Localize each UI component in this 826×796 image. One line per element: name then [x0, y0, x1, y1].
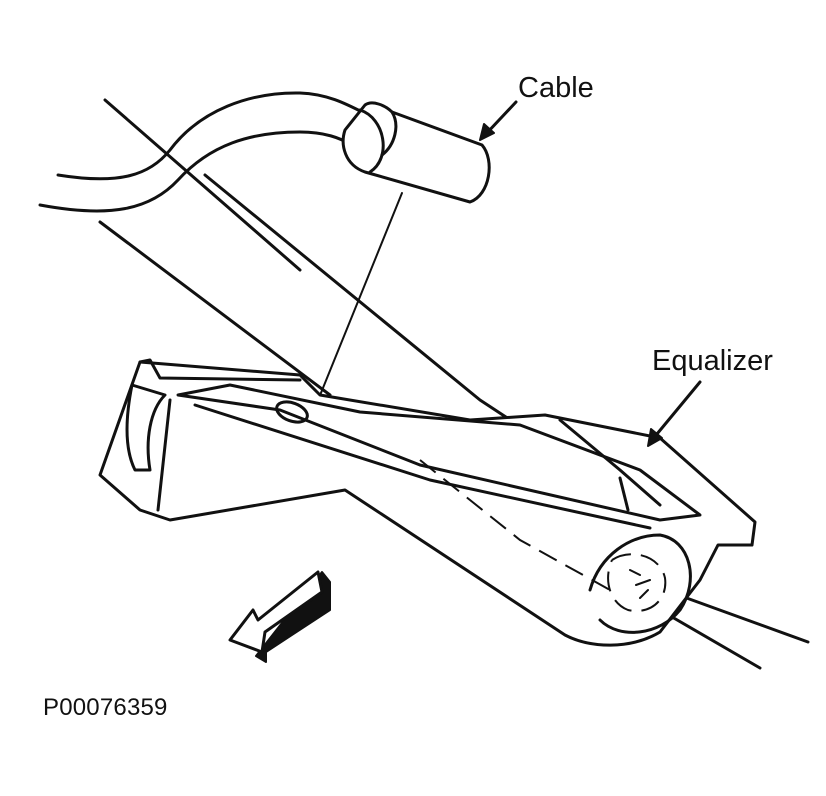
- equalizer-slot: [125, 383, 167, 472]
- equalizer-channel: [176, 383, 702, 522]
- pivot-hidden-outline: [607, 553, 667, 612]
- frame-line-right-upper: [668, 590, 810, 644]
- figure-id: P00076359: [43, 694, 168, 721]
- forward-direction-arrow-icon: [228, 570, 331, 663]
- cable-label-arrowhead: [479, 123, 495, 141]
- cable-label: Cable: [518, 72, 594, 104]
- cable-wire-upper: [56, 91, 372, 181]
- axis-hidden-line: [419, 459, 611, 591]
- equalizer-tab: [618, 476, 630, 512]
- equalizer-inner-rib: [558, 418, 662, 507]
- equalizer-body: [98, 360, 757, 647]
- cable-wire-lower: [38, 130, 354, 213]
- label-arrows: [479, 100, 702, 447]
- equalizer-label-arrowhead: [647, 428, 663, 447]
- equalizer-label: Equalizer: [652, 345, 773, 377]
- pivot-boss: [588, 533, 692, 634]
- direction-arrow-face: [228, 570, 324, 654]
- equalizer-label-arrow-shaft: [650, 380, 702, 442]
- equalizer-channel-lower: [193, 403, 652, 530]
- frame-line-upper-left: [103, 98, 302, 272]
- cable-end-inner-rim: [380, 110, 398, 157]
- cable: [38, 91, 491, 421]
- cable-end-rim: [358, 108, 385, 174]
- cable-leader-line: [309, 192, 403, 421]
- cable-end-fitting: [341, 101, 491, 204]
- cable-seat-hole: [275, 400, 309, 424]
- frame-line-right-lower: [658, 608, 762, 670]
- frame-line-lower-left: [98, 220, 332, 397]
- equalizer-front-edge: [156, 398, 172, 512]
- pivot-bolt: [629, 569, 651, 599]
- equalizer-bracket: [98, 358, 757, 647]
- equalizer-top-edge: [138, 358, 302, 382]
